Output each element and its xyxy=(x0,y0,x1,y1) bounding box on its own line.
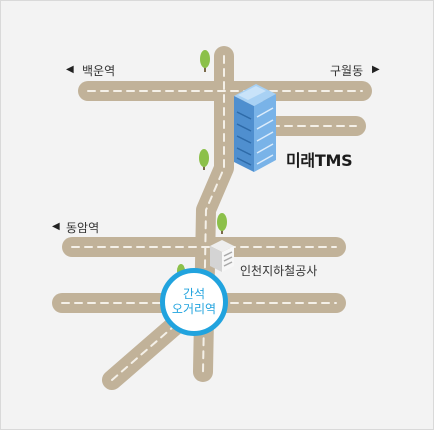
label-mirae-tms: 미래TMS xyxy=(286,151,353,170)
arrow-left-icon: ◀ xyxy=(66,64,74,75)
tree-icon xyxy=(217,213,227,234)
station-name-line2: 오거리역 xyxy=(171,302,217,316)
incheon-metro-building-icon xyxy=(210,240,234,272)
station-name-line1: 간석 xyxy=(182,287,206,301)
tree-icon xyxy=(199,149,209,170)
mirae-tms-building-icon xyxy=(234,84,276,172)
label-guwol-dong: 구월동 xyxy=(330,64,364,78)
arrow-left-icon: ◀ xyxy=(52,221,60,232)
label-incheon-metro: 인천지하철공사 xyxy=(240,264,318,278)
tree-icon xyxy=(200,50,210,72)
label-baegun-station: 백운역 xyxy=(82,64,116,78)
station-marker-ganseok-ogeori: 간석 오거리역 xyxy=(160,268,228,336)
label-dongam-station: 동암역 xyxy=(66,221,100,235)
arrow-right-icon: ▶ xyxy=(372,64,380,75)
road-network xyxy=(52,46,372,390)
